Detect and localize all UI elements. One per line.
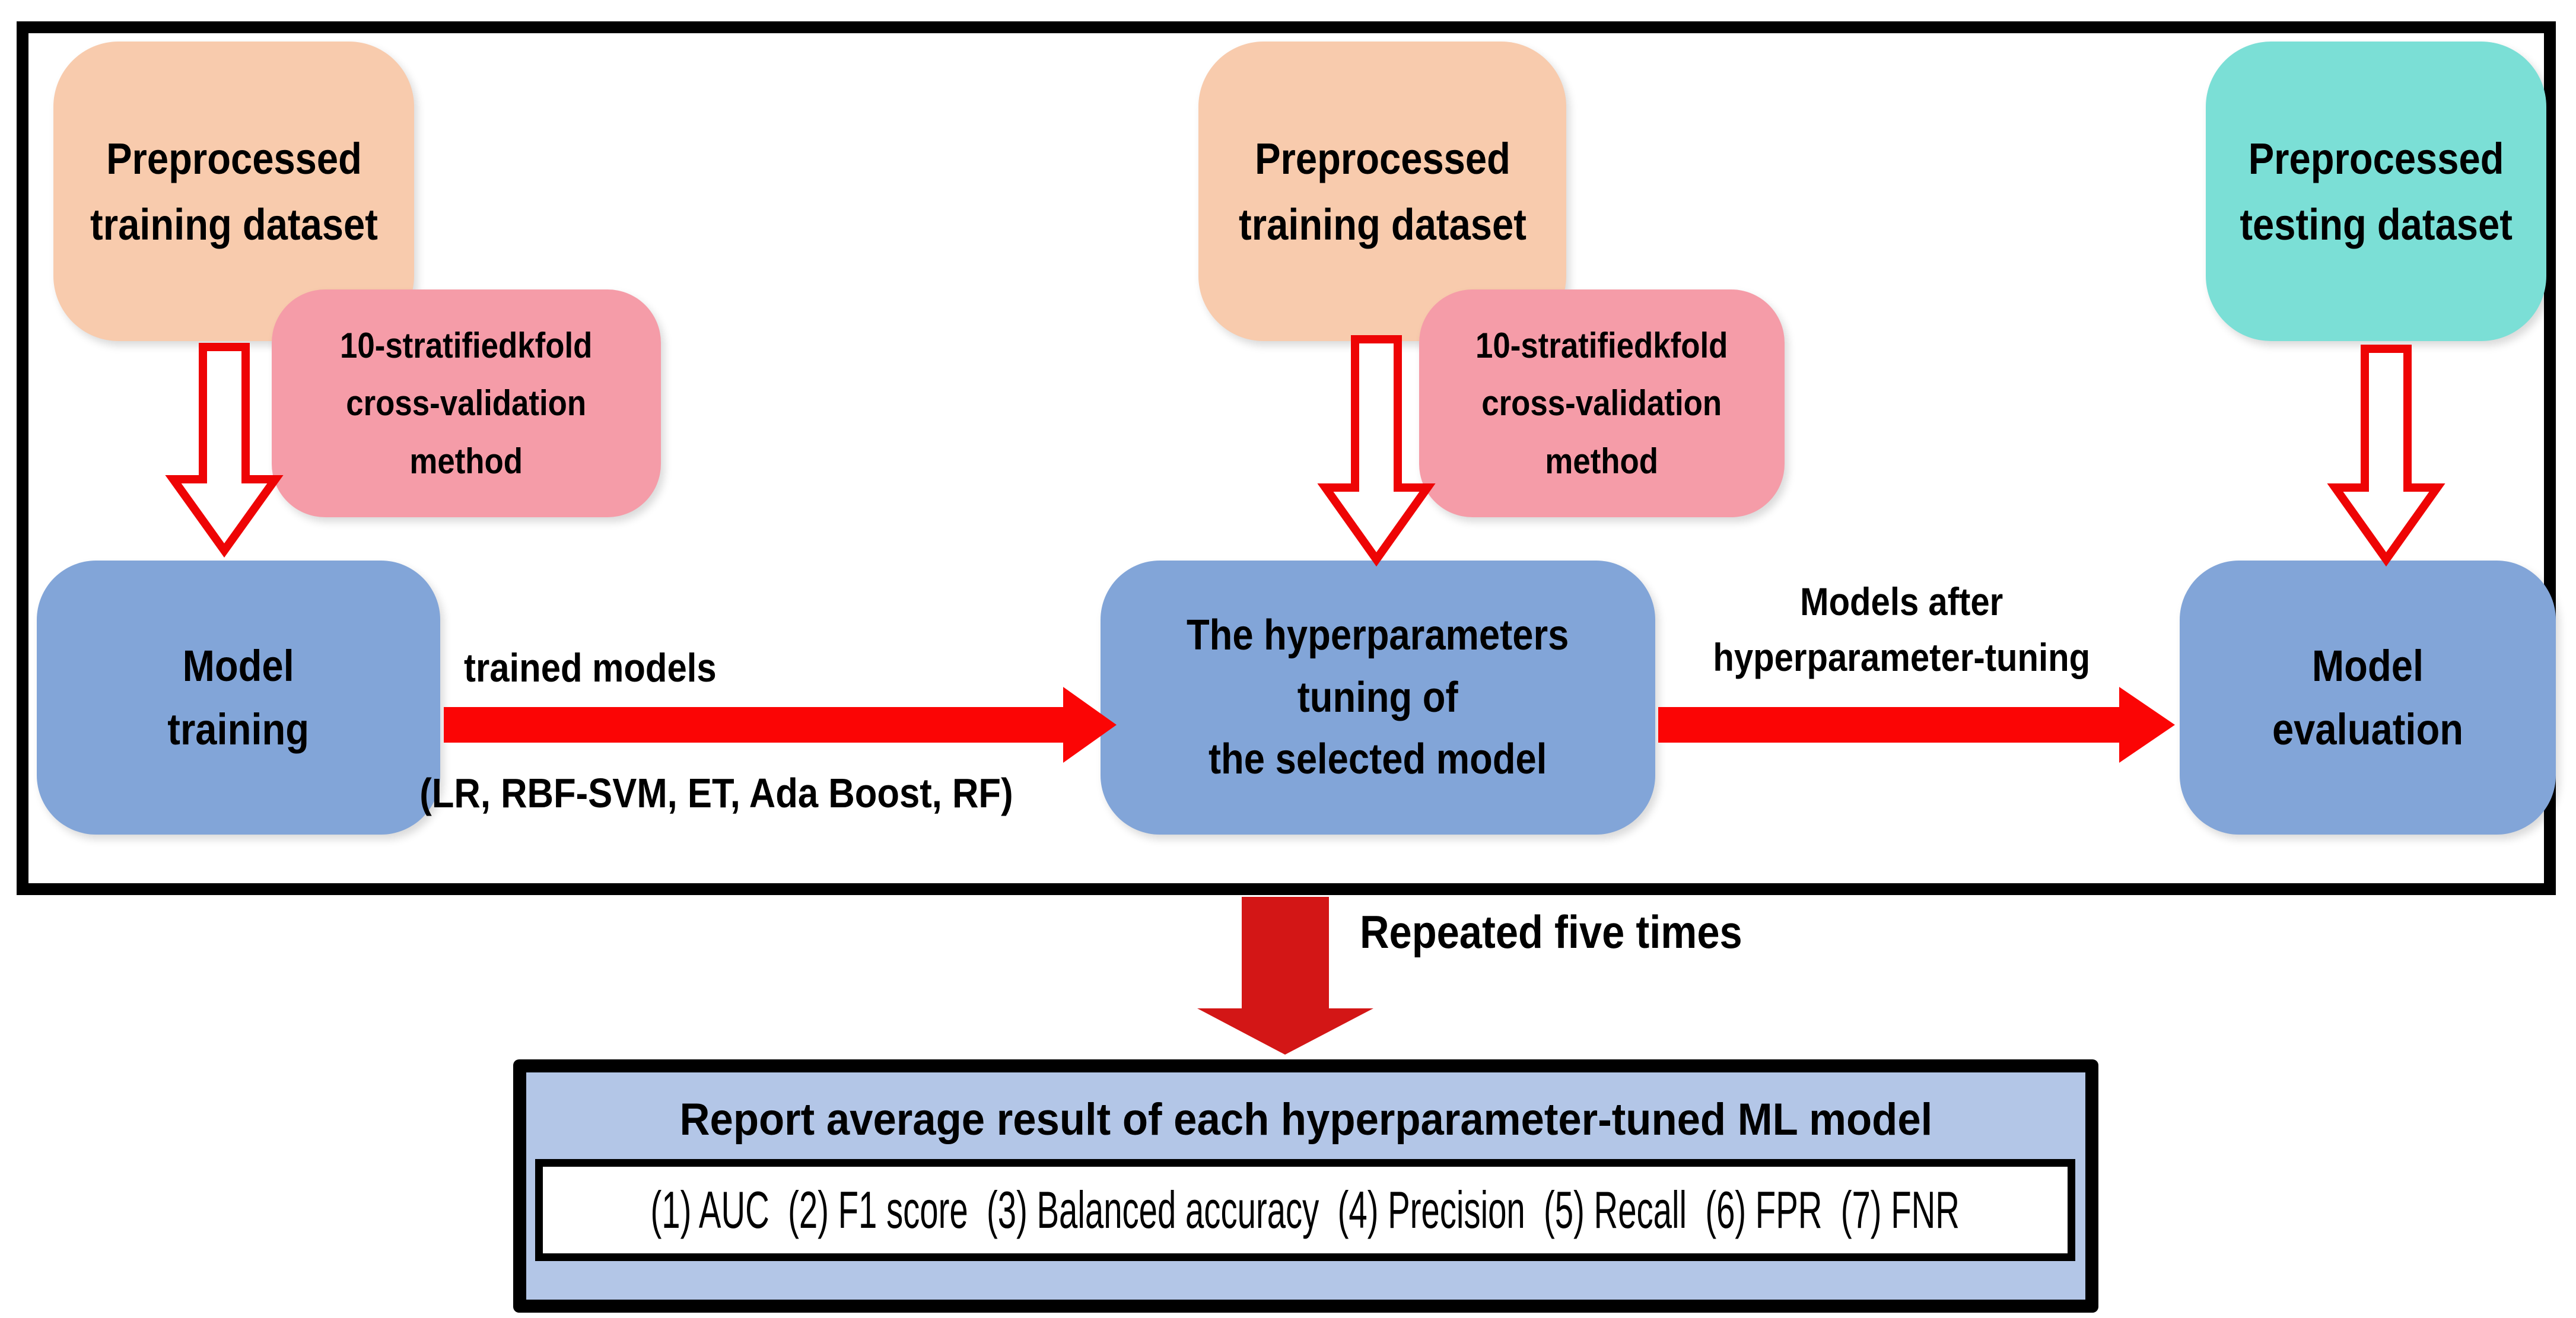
cv-method-box-1: 10-stratifiedkfold cross-validation meth… bbox=[272, 289, 661, 517]
pipeline-frame bbox=[17, 21, 2556, 895]
model-list-label: (LR, RBF-SVM, ET, Ada Boost, RF) bbox=[419, 770, 1013, 816]
training-dataset-label-1: Preprocessed training dataset bbox=[90, 133, 378, 249]
cv-method-label-1: 10-stratifiedkfold cross-validation meth… bbox=[340, 326, 593, 481]
model-training-label: Model training bbox=[167, 641, 310, 754]
model-training-box: Model training bbox=[37, 561, 440, 835]
report-title: Report average result of each hyperparam… bbox=[679, 1094, 1932, 1145]
training-dataset-box-1: Preprocessed training dataset bbox=[53, 42, 414, 341]
testing-dataset-box: Preprocessed testing dataset bbox=[2206, 42, 2546, 341]
cv-method-label-2: 10-stratifiedkfold cross-validation meth… bbox=[1475, 326, 1728, 481]
metrics-list: (1) AUC (2) F1 score (3) Balanced accura… bbox=[650, 1180, 1960, 1239]
report-box: Report average result of each hyperparam… bbox=[513, 1059, 2098, 1313]
model-evaluation-label: Model evaluation bbox=[2272, 641, 2464, 754]
hyperparameter-tuning-box: The hyperparameters tuning of the select… bbox=[1101, 561, 1655, 835]
model-evaluation-box: Model evaluation bbox=[2180, 561, 2556, 835]
hyperparameter-tuning-label: The hyperparameters tuning of the select… bbox=[1187, 612, 1569, 784]
models-after-tuning-label: Models after hyperparameter-tuning bbox=[1713, 580, 2090, 679]
repeated-five-times-label: Repeated five times bbox=[1359, 906, 1742, 958]
training-dataset-label-2: Preprocessed training dataset bbox=[1238, 133, 1526, 249]
trained-models-label: trained models bbox=[464, 645, 717, 690]
testing-dataset-label: Preprocessed testing dataset bbox=[2240, 133, 2513, 249]
cv-method-box-2: 10-stratifiedkfold cross-validation meth… bbox=[1419, 289, 1785, 517]
metrics-box: (1) AUC (2) F1 score (3) Balanced accura… bbox=[535, 1159, 2075, 1261]
